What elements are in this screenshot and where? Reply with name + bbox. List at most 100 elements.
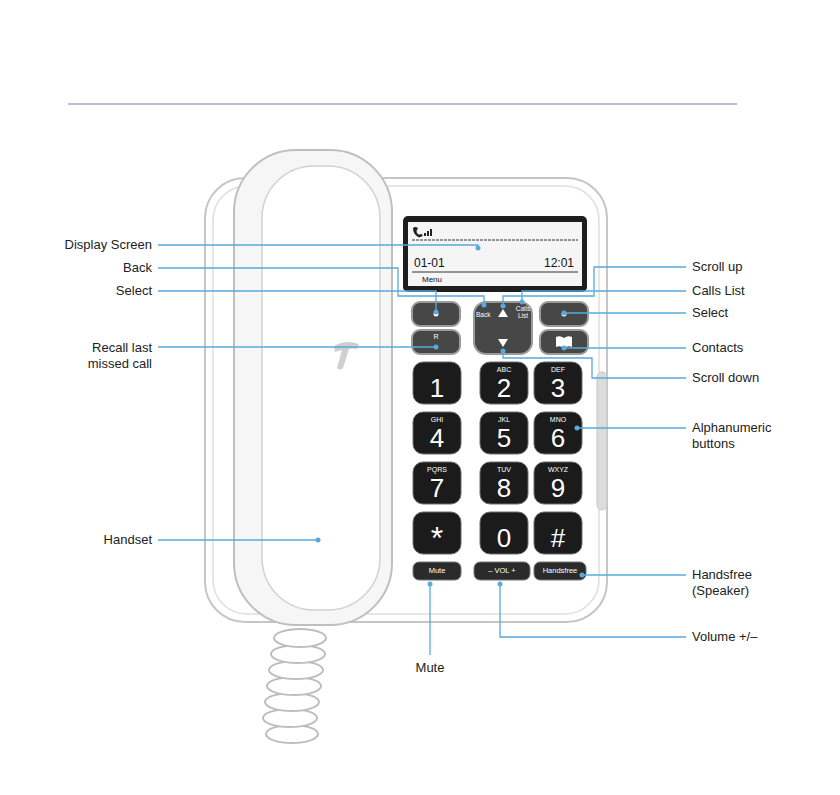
leader-line [500,584,686,637]
leader-line [158,291,436,312]
key-letters: TUV [497,465,511,474]
phone-cord [263,629,326,743]
callout-label: Select [692,305,728,321]
button-text: Calls List [514,305,532,319]
button-text: 12:01 [544,255,574,271]
callout-label: Recall last missed call [72,340,152,372]
callout-label: Alphanumeric buttons [692,420,787,452]
leader-dot [501,349,506,354]
button-text: 5 [497,424,511,452]
key-letters: PQRS [427,465,447,474]
button-text: 7 [430,474,444,502]
display-screen: 01-0112:01Menu [408,222,582,286]
leader-line [429,584,430,655]
keypad-key: JKL5 [480,412,528,454]
function-buttons [412,302,588,354]
leader-dot [476,246,481,251]
button-text: 0 [497,524,511,552]
leader-line [564,347,686,348]
keypad-key: GHI4 [413,412,461,454]
callout-label: Select [116,283,152,299]
display-frame [403,216,587,292]
leader-dot [575,426,580,431]
leader-line [158,346,436,347]
leader-line [564,312,686,313]
callout-label: Mute [416,660,445,676]
callout-label: Handset [104,532,152,548]
button-text: R [433,332,438,341]
callout-label: Calls List [692,283,745,299]
button-text: Mute [429,566,446,576]
navigation-button: Back Calls List [474,302,532,354]
callout-label: Contacts [692,340,743,356]
button-text: # [551,524,565,552]
leader-dot [580,573,585,578]
button-text: 9 [551,474,565,502]
keypad-key: ABC2 [480,362,528,404]
key-letters: GHI [431,415,443,424]
keypad-key: WXYZ9 [534,462,582,504]
keypad-key: # [534,512,582,554]
callout-label: Display Screen [65,237,152,253]
key-letters: MNO [550,415,566,424]
leader-dot [482,303,487,308]
button-text: Menu [414,274,544,286]
key-letters: JKL [498,415,510,424]
button-text: Back [474,311,494,319]
function-button: Mute [413,562,461,580]
leader-line [582,574,686,575]
recall-button: R [412,330,460,354]
button-text: 6 [551,424,565,452]
button-text: – VOL + [488,566,515,576]
bottom-buttons [413,562,586,580]
handset [234,150,392,625]
callout-label: Back [123,260,152,276]
callout-label: Scroll down [692,370,759,386]
keypad-key: TUV8 [480,462,528,504]
keypad-key: MNO6 [534,412,582,454]
leader-line [503,267,686,306]
button-text: 1 [430,374,444,402]
keypad-key: 1 [413,362,461,404]
leader-dot [501,304,506,309]
button-symbols [434,309,573,348]
leader-line [577,427,686,428]
leader-dot [428,582,433,587]
leader-line [158,539,318,540]
button-text: 2 [497,374,511,402]
keypad-key: DEF3 [534,362,582,404]
key-letters: WXYZ [548,465,568,474]
button-text: 4 [430,424,444,452]
key-letters: ABC [497,365,511,374]
leader-dot [316,538,321,543]
button-text: 01-01 [414,255,544,271]
button-text: 8 [497,474,511,502]
leader-dot [562,346,567,351]
key-letters: DEF [551,365,565,374]
callout-label: Volume +/– [692,629,757,645]
function-button: Handsfree [534,562,586,580]
keypad-key: * [413,512,461,554]
keypad-key: PQRS7 [413,462,461,504]
keypad-keys [413,362,582,554]
keypad-key: 0 [480,512,528,554]
brand-logo [334,342,359,370]
callout-label: Handsfree (Speaker) [692,567,772,599]
leader-dot [434,310,439,315]
leader-line [522,291,686,302]
leader-line [158,268,484,305]
top-rule [68,103,737,105]
leader-line [503,351,686,378]
leader-dot [562,311,567,316]
leader-dot [434,345,439,350]
button-text: * [431,524,443,552]
button-text: Handsfree [543,566,578,576]
callout-label: Scroll up [692,259,743,275]
leader-line [158,245,478,248]
function-button: – VOL + [474,562,530,580]
leader-dot [520,300,525,305]
button-text: 3 [551,374,565,402]
